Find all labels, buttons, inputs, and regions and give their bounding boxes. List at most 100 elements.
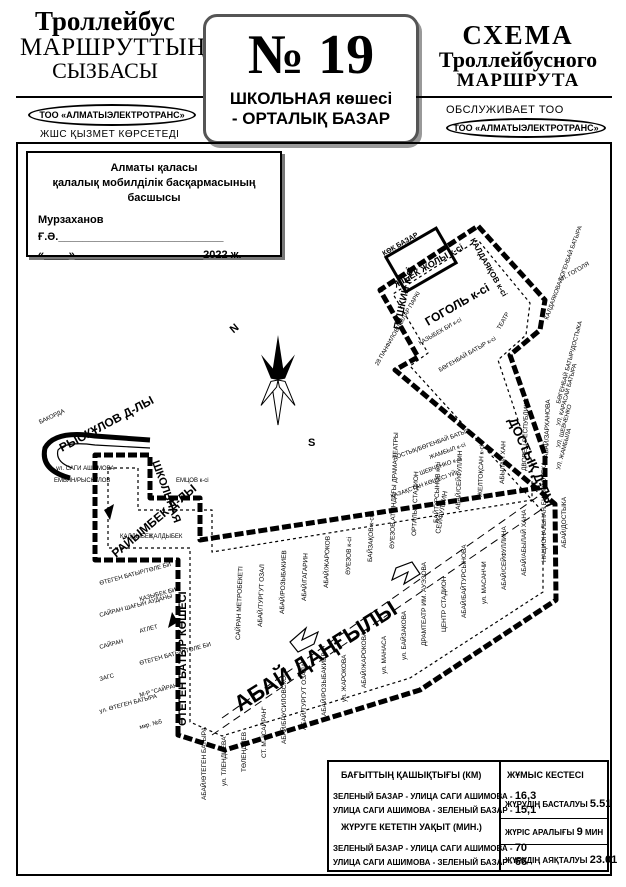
time-row-1-value: 70: [514, 842, 528, 854]
schedule-title: ЖҰМЫС КЕСТЕСІ: [507, 770, 584, 780]
route-band-inner: [107, 239, 544, 737]
header-right-line2: Троллейбусного: [438, 47, 598, 72]
stop-label: САЙРАН МЕТРОБЕКЕТІ: [233, 566, 245, 640]
stop-label: СТ. М. "САЙРАН": [259, 706, 268, 758]
stop-label: ҚАЛДЫБЕК: [150, 534, 183, 540]
route-name-line2: - ОРТАЛЫҚ БАЗАР: [231, 108, 391, 128]
stop-label: ул. ЖАРОКОВА: [341, 654, 348, 702]
schedule-start-label: ЖҮРУДІҢ БАСТАЛУЫ: [505, 800, 588, 809]
stop-label: САЙРАН: [98, 637, 124, 651]
service-note-left: ЖШС ҚЫЗМЕТ КӨРСЕТЕДІ: [40, 129, 180, 140]
stop-label: ДРАМТЕАТР ИМ. АУЭЗОВА: [421, 561, 428, 646]
direction-arrow-icon: [104, 504, 114, 520]
time-row-1-label: ЗЕЛЕНЫЙ БАЗАР - УЛИЦА САГИ АШИМОВА -: [333, 844, 513, 853]
header-right: СХЕМА Троллейбусного МАРШРУТА: [420, 22, 616, 91]
street-label-kok-bazar: КӨК БАЗАР: [382, 232, 420, 258]
stop-label: ОРТАЛЫҚ СТАДИОН: [411, 471, 420, 536]
header-rule-left: [16, 96, 203, 98]
stop-label: АБАЙ/ТУРГУТ ОЗАЛ: [255, 564, 266, 627]
time-row-2: УЛИЦА САГИ АШИМОВА - ЗЕЛЕНЫЙ БАЗАР - 66: [333, 856, 527, 868]
stop-label: БАЙЗАҚОВ к-сі: [365, 516, 376, 562]
direction-arrow-icon: [168, 612, 178, 628]
compass-north-label: N: [228, 322, 242, 336]
header-left-line1: Троллейбус: [34, 6, 176, 36]
compass-south-label: S: [308, 437, 315, 449]
route-number: № 19: [247, 24, 375, 86]
street-label-otegen: ӨТЕГЕН БАТЫР КӨШЕСІ: [177, 591, 189, 726]
header-rule-right: [416, 96, 612, 98]
stop-label: ЕМЬЯН/РЫСКУЛОВ: [54, 478, 110, 484]
stop-label: АБАЙ/ГАГАРИН: [299, 553, 310, 601]
stop-label: ТӨЛЕНДИЕВ: [241, 732, 248, 772]
stop-label: мкр. №5: [139, 718, 164, 731]
stop-label: ТЕАТР: [497, 312, 512, 331]
stop-label: ЦЕНТР СТАДИОН: [441, 576, 448, 632]
time-row-2-value: 66: [514, 856, 528, 868]
abai-band-line: [211, 504, 549, 736]
stop-label: НАЦИОНАЛЬНАЯ БИБЛИОТЕКА: [541, 461, 548, 562]
time-row-1: ЗЕЛЕНЫЙ БАЗАР - УЛИЦА САГИ АШИМОВА - 70: [333, 842, 527, 854]
stop-label: БӨГЕНБАЙ БАТЫР к-сі: [437, 334, 497, 373]
stop-label: ДВОРЕЦ РЕСПУБЛИКИ: [521, 398, 531, 471]
stop-label: АБАЙ/РОЗЫБАКИЕВА: [319, 647, 328, 716]
stop-label: БАЙТҰРСЫНОВ к-сі: [431, 462, 442, 523]
kok-bazar-block: [383, 226, 459, 294]
stop-label: ЖЕЛТОҚСАН к-сі: [476, 445, 486, 497]
stop-label: ӘУЕЗОВ к-сі: [344, 537, 353, 575]
approval-line1: Алматы қаласы: [110, 162, 198, 174]
distance-row-1: ЗЕЛЕНЫЙ БАЗАР - УЛИЦА САГИ АШИМОВА - 16,…: [333, 790, 536, 802]
rysqulov-street: [41, 432, 151, 481]
schedule-end-value: 23.01: [589, 854, 618, 866]
distance-row-2-value: 15,1: [514, 804, 537, 816]
approval-box: Алматы қаласы қалалық мобилділік басқарм…: [26, 151, 282, 261]
schedule-start: ЖҮРУДІҢ БАСТАЛУЫ 5.51: [505, 798, 611, 810]
approval-line2: қалалық мобилділік басқармасының басшысы: [52, 176, 256, 204]
direction-arrow-icon: [289, 626, 320, 653]
time-row-2-label: УЛИЦА САГИ АШИМОВА - ЗЕЛЕНЫЙ БАЗАР -: [333, 858, 513, 867]
stop-label: ул. ТЛЕНДИЕВА: [221, 736, 228, 786]
stop-label: ӘУЕЗОВ АТЫНДАҒЫ ДРАМА ТЕАТРЫ: [389, 432, 400, 549]
stop-label: ӨТЕГЕН БАТЫР/ТӨЛЕ БИ: [99, 562, 172, 587]
header-left-line2: МАРШРУТТЫҢ: [20, 34, 206, 61]
stop-label: ҚАЛДЫБЕК: [120, 534, 153, 540]
stop-label: ӨТЕГЕН БАТЫР/ТӨЛЕ БИ: [139, 642, 212, 667]
direction-arrow-icon: [390, 561, 421, 586]
schedule-divider: [501, 844, 609, 845]
time-title: ЖҮРУГЕ КЕТЕТІН УАҚЫТ (МИН.): [341, 822, 482, 832]
company-badge-right: ТОО «АЛМАТЫЭЛЕКТРОТРАНС»: [446, 118, 606, 138]
distance-row-1-label: ЗЕЛЕНЫЙ БАЗАР - УЛИЦА САГИ АШИМОВА -: [333, 792, 513, 801]
header-right-line3: МАРШРУТА: [456, 70, 580, 91]
schedule-start-value: 5.51: [589, 798, 612, 810]
stop-label: АБАЙ/СЕЙФУЛЛИНА: [499, 526, 508, 590]
schedule-interval: ЖҮРІС АРАЛЫҒЫ 9 МИН: [505, 826, 603, 838]
stop-label: АБАЙ/ЖАРОКОВ: [321, 536, 332, 588]
service-note-right: ОБСЛУЖИВАЕТ ТОО: [446, 104, 564, 116]
route-name: ШКОЛЬНАЯ көшесі - ОРТАЛЫҚ БАЗАР: [206, 89, 416, 128]
stop-label: ул. МАНАСА: [381, 635, 388, 674]
info-panel: БАҒЫТТЫҢ ҚАШЫҚТЫҒЫ (КМ) ЗЕЛЕНЫЙ БАЗАР - …: [327, 760, 617, 872]
stop-label: ЕМЦОВ к-сі: [176, 478, 209, 484]
stop-label: АБАЙ/БАЙТУРСЫНОВА: [459, 544, 468, 618]
stop-label: АБАЙ/БРУСИЛОВСКОГО: [279, 668, 288, 744]
schedule-end: ЖҮРУДІҢ АЯҚТАЛУЫ 23.01: [505, 854, 617, 866]
header-left-line3: СЫЗБАСЫ: [52, 58, 158, 83]
route-name-line1: ШКОЛЬНАЯ көшесі: [229, 89, 393, 108]
header-left: Троллейбус МАРШРУТТЫҢ СЫЗБАСЫ: [20, 6, 206, 83]
stop-label: ул. ӨТЕГЕН БАТЫРА: [99, 694, 158, 715]
stop-label: АБАЙ/ТУРГУТ ОЗАЛА: [299, 662, 308, 730]
stop-label: АБАЙ/ЖАРОКОВА: [359, 631, 368, 688]
distance-title: БАҒЫТТЫҢ ҚАШЫҚТЫҒЫ (КМ): [341, 770, 482, 780]
compass-rose-icon: [260, 335, 296, 426]
stop-label: ЗАГС: [99, 673, 116, 683]
street-label-abai: АБАЙ ДАҢҒЫЛЫ: [229, 596, 401, 716]
schedule-interval-unit: МИН: [584, 828, 604, 837]
stop-label: АБАЙ/АБЫЛАЙ ХАНА: [519, 509, 528, 576]
approval-name: Мурзаханов Ғ.Ә._________________________…: [38, 213, 224, 244]
stop-label: САЙРАН ШАҒЫН АУДАНЫ: [98, 592, 173, 619]
distance-row-1-value: 16,3: [514, 790, 537, 802]
route-number-box: № 19 ШКОЛЬНАЯ көшесі - ОРТАЛЫҚ БАЗАР: [203, 14, 419, 144]
stop-label: ул. БАЙЗАКОВА: [399, 610, 408, 660]
